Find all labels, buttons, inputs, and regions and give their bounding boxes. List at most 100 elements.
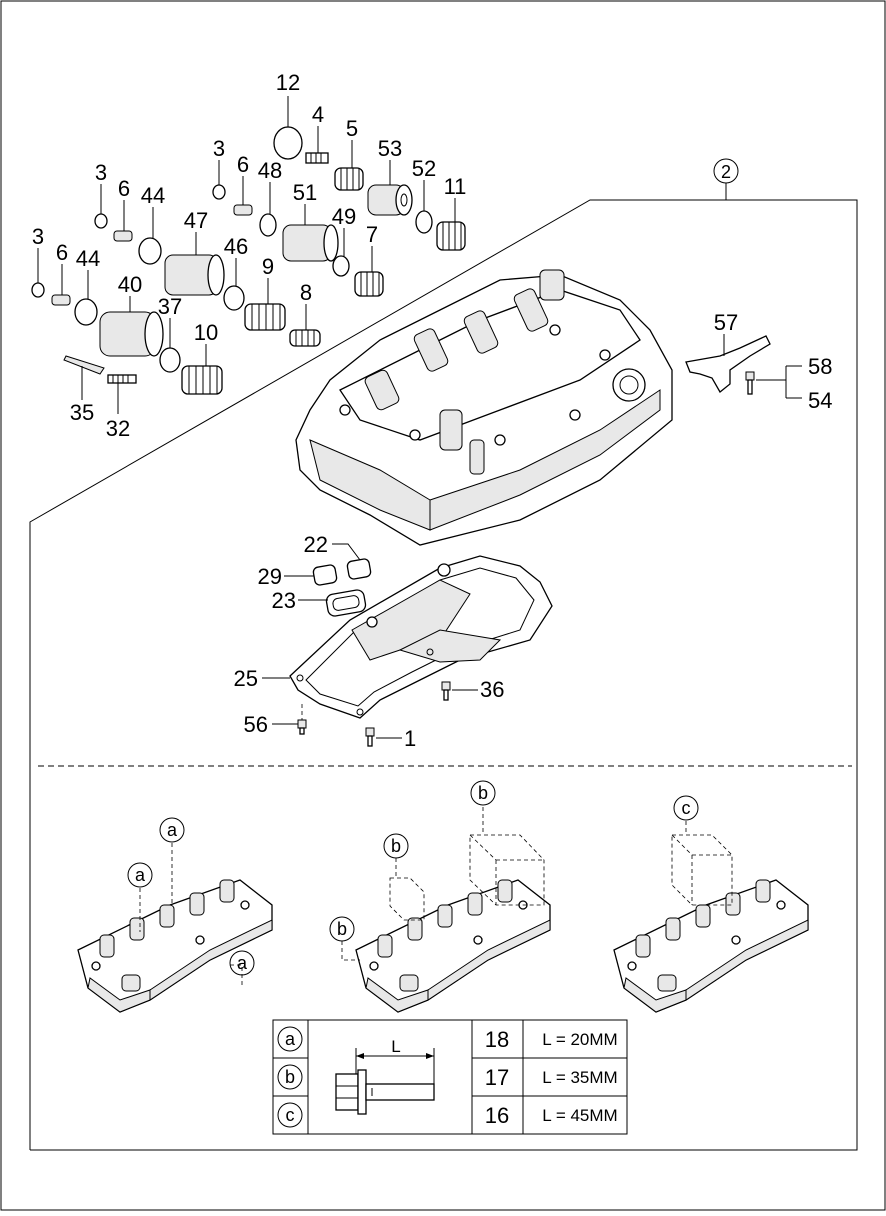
callout-44b: 44 <box>76 246 100 271</box>
callout-47: 47 <box>184 208 208 233</box>
callout-6a: 6 <box>237 152 249 177</box>
callout-23: 23 <box>272 588 296 613</box>
table-part-16: 16 <box>485 1103 509 1128</box>
plug-6a <box>233 204 253 216</box>
leader-lines-parts <box>37 96 456 414</box>
callout-12: 12 <box>276 70 300 95</box>
callout-6b: 6 <box>118 176 130 201</box>
callout-22: 22 <box>304 532 328 557</box>
gasket-29 <box>312 564 338 586</box>
bolt-56 <box>297 704 307 735</box>
oring-52 <box>415 210 433 234</box>
callout-49: 49 <box>332 204 356 229</box>
bolt-dimension-drawing: L <box>335 1037 435 1115</box>
table-length-a: L = 20MM <box>542 1030 617 1049</box>
callout-5: 5 <box>346 116 358 141</box>
callout-46: 46 <box>224 234 248 259</box>
label-a1: a <box>167 820 178 840</box>
callout-9: 9 <box>262 254 274 279</box>
callout-51: 51 <box>293 180 317 205</box>
callout-29: 29 <box>258 564 282 589</box>
callout-37: 37 <box>158 294 182 319</box>
spring-7 <box>354 271 384 297</box>
label-b3: b <box>337 919 347 939</box>
gasket-23 <box>325 589 367 617</box>
oring-46 <box>223 285 245 311</box>
callout-48: 48 <box>258 158 282 183</box>
callout-3a: 3 <box>213 136 225 161</box>
oring-37 <box>159 347 181 373</box>
oring-48 <box>259 213 277 237</box>
clip-35 <box>63 355 105 375</box>
callout-6c: 6 <box>56 240 68 265</box>
spring-5 <box>334 167 364 191</box>
spring-10 <box>181 365 223 395</box>
ring-3b <box>94 213 108 229</box>
spring-11 <box>436 221 466 251</box>
callout-2: 2 <box>721 162 731 182</box>
valve-51 <box>282 224 339 262</box>
spring-32 <box>107 374 137 384</box>
callout-10: 10 <box>194 320 218 345</box>
table-circle-a <box>277 1026 303 1052</box>
callout-40: 40 <box>118 272 142 297</box>
table-length-b: L = 35MM <box>542 1068 617 1087</box>
callout-32: 32 <box>106 416 130 441</box>
circle-a1 <box>159 817 185 843</box>
callout-11: 11 <box>444 174 467 199</box>
callout-57: 57 <box>714 310 738 335</box>
plug-6c <box>51 294 71 306</box>
ring-3c <box>31 282 45 298</box>
callout-7: 7 <box>366 222 378 247</box>
callout-44a: 44 <box>141 183 165 208</box>
assembly-frame <box>29 199 858 1151</box>
callout-35: 35 <box>70 400 94 425</box>
label-b2: b <box>391 836 401 856</box>
bolt-location-view-c: c <box>613 795 809 1013</box>
callout-36: 36 <box>480 677 504 702</box>
bolt-36 <box>441 681 451 701</box>
callout-53: 53 <box>378 136 402 161</box>
valve-47 <box>164 254 225 296</box>
spring-8 <box>289 329 321 347</box>
circle-b1 <box>470 780 496 806</box>
table-circle-b <box>277 1064 303 1090</box>
label-c1: c <box>682 798 691 818</box>
table-part-17: 17 <box>485 1065 509 1090</box>
circle-c1 <box>673 795 699 821</box>
table-code-a: a <box>285 1029 296 1049</box>
valve-40 <box>99 311 164 357</box>
oring-44a <box>138 237 162 265</box>
callout-1: 1 <box>404 726 416 751</box>
oring-49 <box>332 255 350 277</box>
circle-a3 <box>229 950 255 976</box>
bracket-group: 57 58 54 <box>685 310 832 413</box>
callout-58: 58 <box>808 354 832 379</box>
bolt-length-table: a b c L 18 17 16 L = 20MM L = 35MM L = 4… <box>272 1019 628 1135</box>
dimension-label-L: L <box>391 1037 400 1056</box>
spring-9 <box>244 303 286 331</box>
callout-56: 56 <box>244 712 268 737</box>
valve-body-assembly: 2 <box>295 158 739 546</box>
callout-4: 4 <box>312 102 324 127</box>
label-b1: b <box>478 783 488 803</box>
label-a2: a <box>135 865 146 885</box>
ring-3a <box>212 184 226 200</box>
circle-b3 <box>329 916 355 942</box>
callout-3c: 3 <box>32 224 44 249</box>
table-code-b: b <box>285 1067 295 1087</box>
bolt-location-view-a: a a a <box>77 817 273 1013</box>
callout-54: 54 <box>808 388 832 413</box>
circle-b2 <box>383 833 409 859</box>
plug-6b <box>113 230 133 242</box>
filter-group: 22 29 23 25 36 <box>234 532 553 751</box>
label-a3: a <box>237 953 248 973</box>
table-circle-c <box>277 1102 303 1128</box>
bolt-1 <box>365 727 375 747</box>
circle-a2 <box>127 862 153 888</box>
callout-52: 52 <box>412 156 436 181</box>
bracket-57 <box>685 335 771 393</box>
valve-parts-group: 12 4 5 53 52 11 3 6 48 51 49 7 3 6 44 47… <box>31 70 467 441</box>
